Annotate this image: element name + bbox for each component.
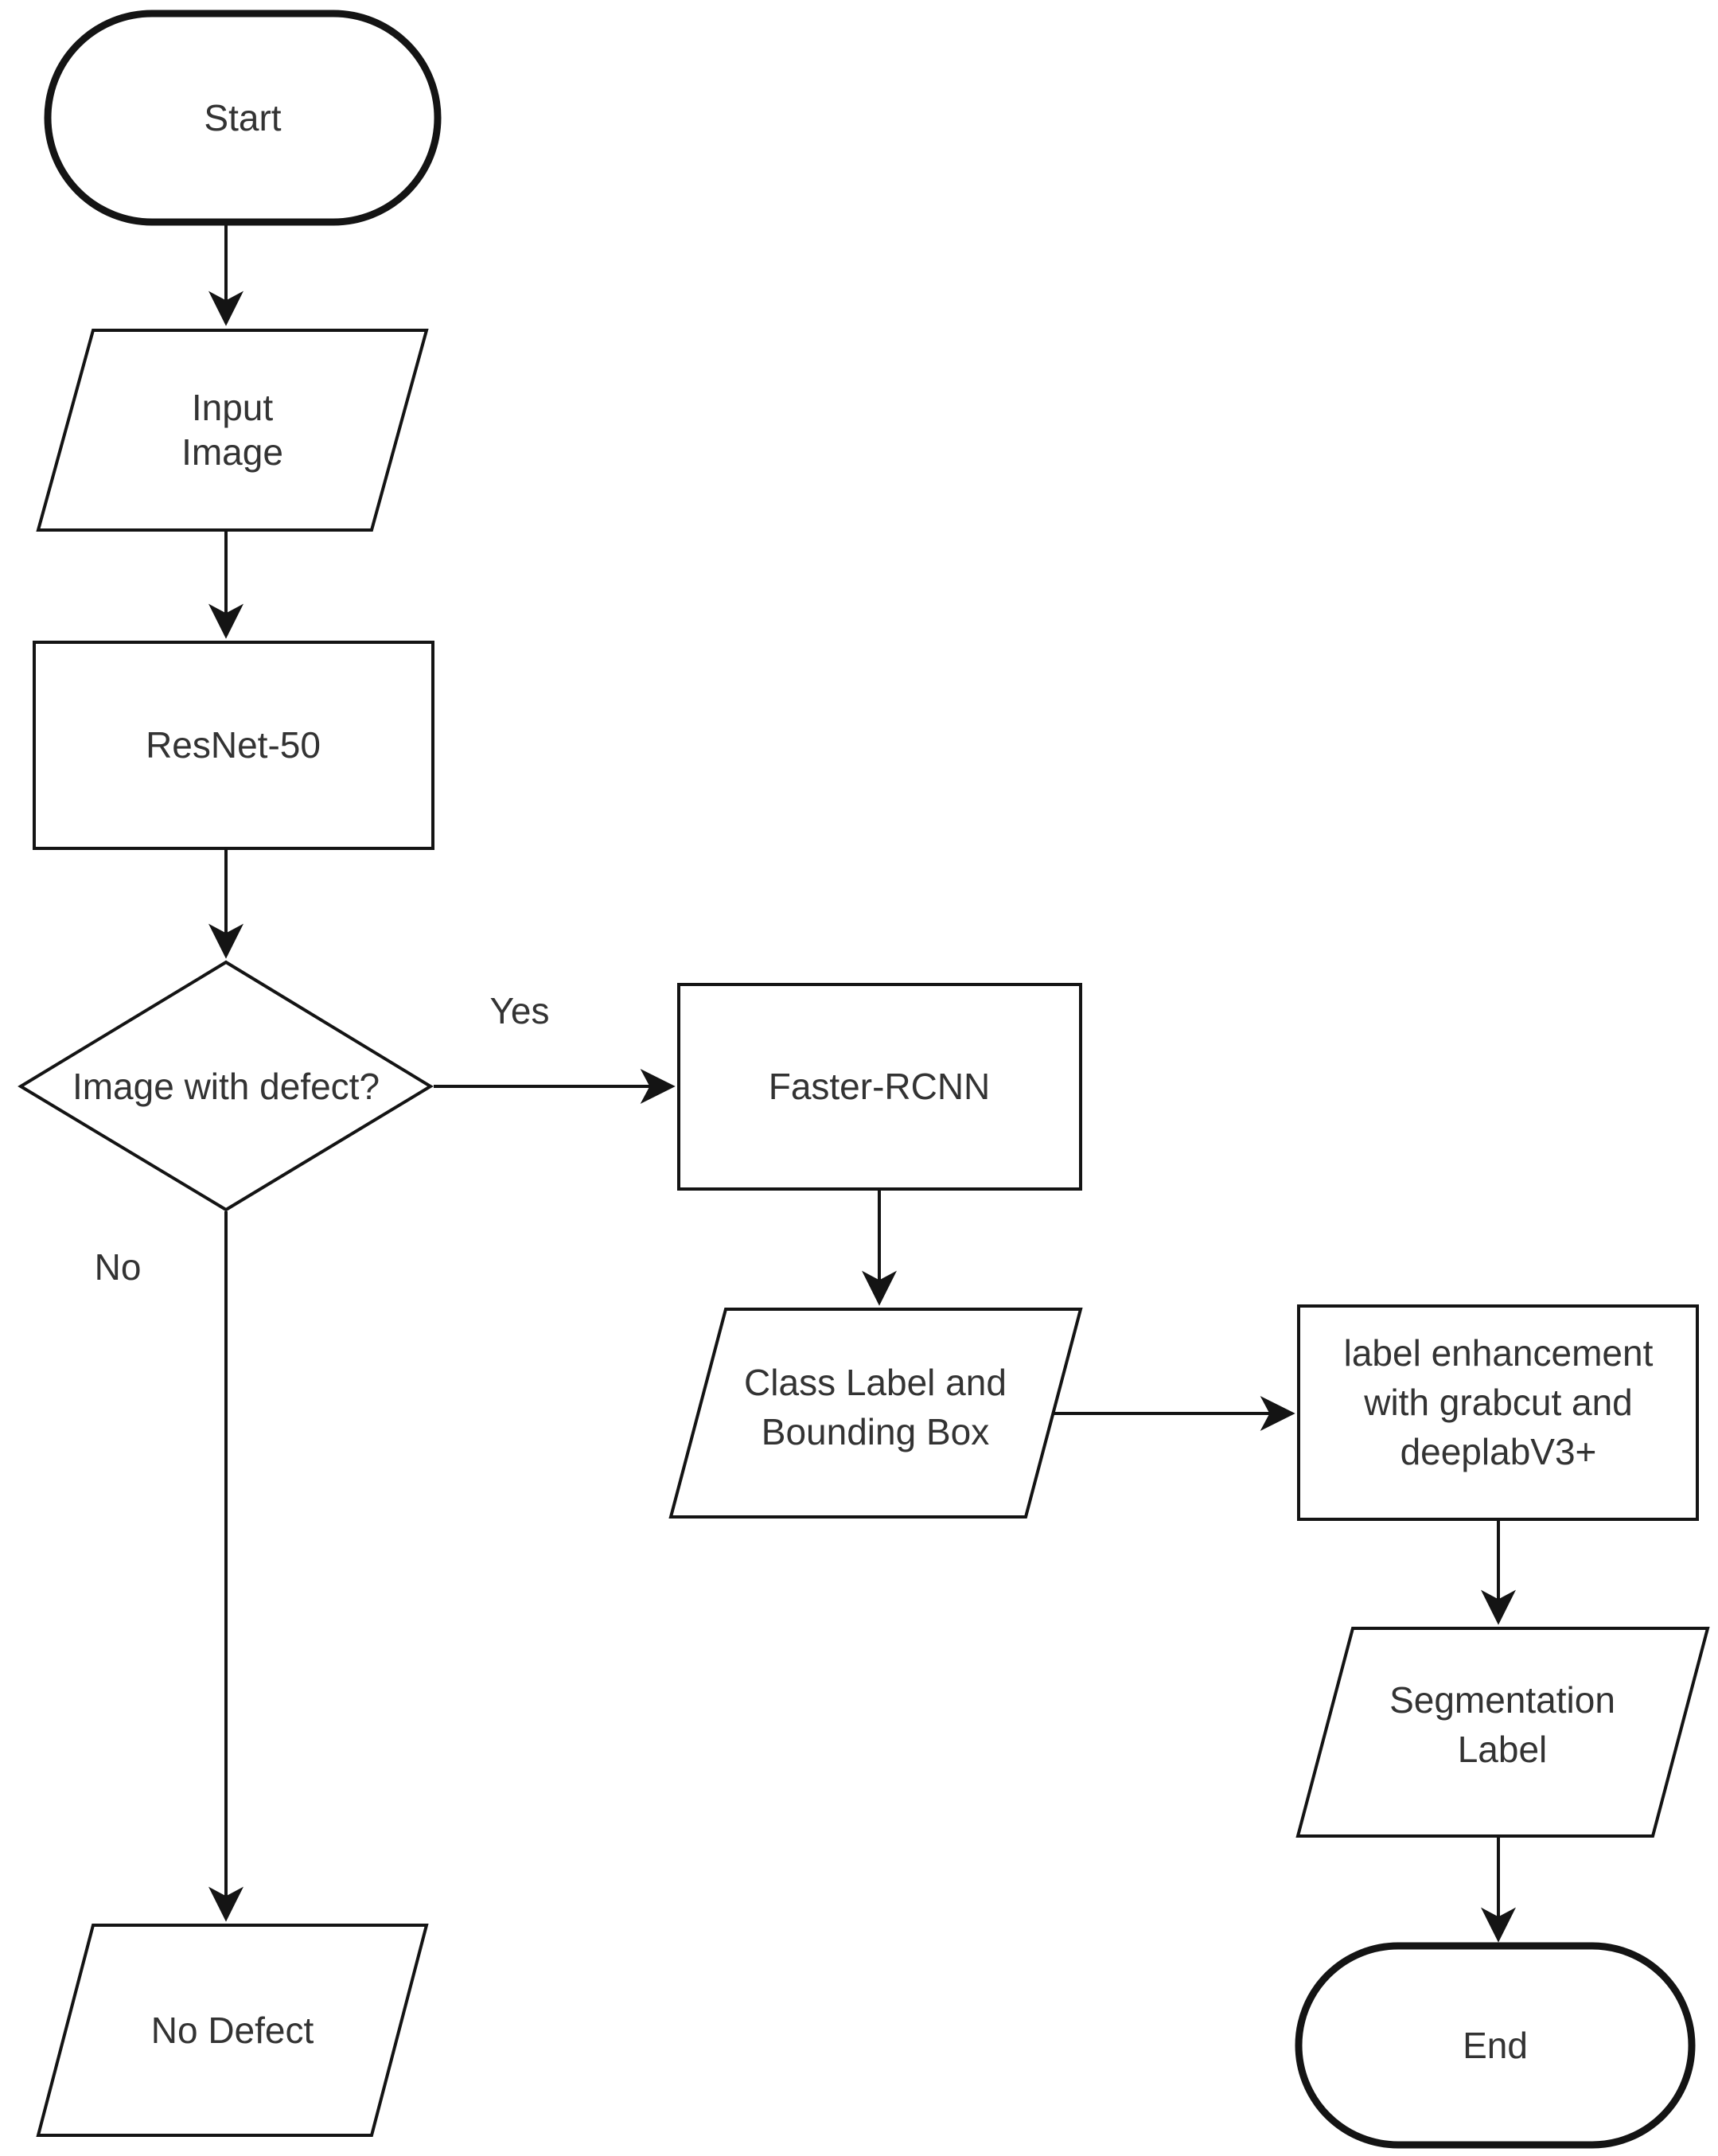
- end-terminator-shape: [1295, 1942, 1696, 2149]
- node-defect-decision: Image with defect?: [18, 960, 434, 1212]
- class-label-bbox-label-line2: Bounding Box: [762, 1411, 989, 1452]
- resnet-process-shape: [33, 641, 434, 850]
- input-image-label-line2: Image: [181, 431, 283, 473]
- label-enhancement-process-shape: [1297, 1304, 1699, 1521]
- defect-decision-diamond-shape: [18, 960, 434, 1212]
- node-segmentation-label: Segmentation Label: [1295, 1627, 1710, 1838]
- node-resnet: ResNet-50: [33, 641, 434, 850]
- node-no-defect: No Defect: [36, 1924, 429, 2137]
- node-end: End: [1295, 1942, 1696, 2149]
- label-enhancement-label-line2: with grabcut and: [1363, 1382, 1633, 1423]
- class-label-bbox-parallelogram-shape: [668, 1308, 1083, 1519]
- input-image-parallelogram-shape: [36, 329, 429, 532]
- label-enhancement-label-line3: deeplabV3+: [1401, 1431, 1597, 1472]
- label-enhancement-label-line1: label enhancement: [1344, 1332, 1654, 1374]
- input-image-label-line1: Input: [192, 387, 274, 428]
- defect-decision-label: Image with defect?: [72, 1066, 380, 1107]
- start-label: Start: [204, 97, 281, 138]
- faster-rcnn-label: Faster-RCNN: [769, 1066, 991, 1107]
- node-input-image: Input Image: [36, 329, 429, 532]
- yes-branch-label: Yes: [489, 990, 549, 1031]
- no-defect-label: No Defect: [151, 2010, 314, 2051]
- no-defect-parallelogram-shape: [36, 1924, 429, 2137]
- segmentation-label-parallelogram-shape: [1295, 1627, 1710, 1838]
- end-label: End: [1463, 2025, 1528, 2066]
- resnet-label: ResNet-50: [146, 724, 321, 766]
- no-branch-label: No: [95, 1246, 142, 1288]
- node-label-enhancement: label enhancement with grabcut and deepl…: [1297, 1304, 1699, 1521]
- node-start: Start: [44, 10, 442, 226]
- start-terminator-shape: [44, 10, 442, 226]
- node-class-label-bbox: Class Label and Bounding Box: [668, 1308, 1083, 1519]
- class-label-bbox-label-line1: Class Label and: [744, 1362, 1007, 1403]
- node-faster-rcnn: Faster-RCNN: [677, 983, 1082, 1191]
- faster-rcnn-process-shape: [677, 983, 1082, 1191]
- segmentation-label-line1: Segmentation: [1389, 1679, 1615, 1721]
- segmentation-label-line2: Label: [1458, 1729, 1548, 1770]
